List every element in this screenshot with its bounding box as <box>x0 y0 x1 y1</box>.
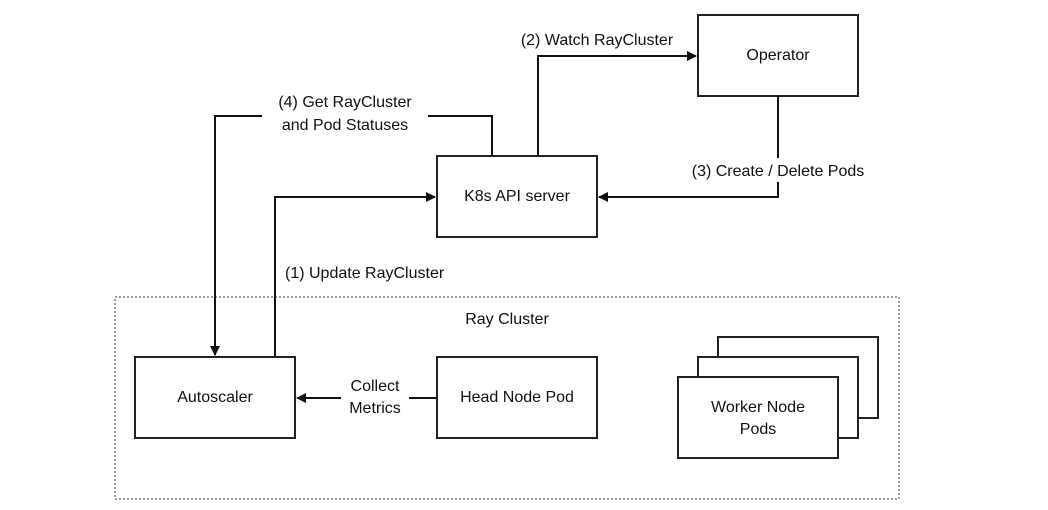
collect-metrics-label-bg <box>341 375 409 419</box>
collect-metrics-label-line2: Metrics <box>349 400 401 417</box>
head-node-pod-label: Head Node Pod <box>460 389 574 406</box>
create-delete-pods-label: (3) Create / Delete Pods <box>692 163 865 180</box>
worker-node-pods-label-line1: Worker Node <box>711 399 805 416</box>
get-statuses-label-line1: (4) Get RayCluster <box>278 94 412 111</box>
get-statuses-label-bg <box>262 90 428 136</box>
worker-node-pods-label-line2: Pods <box>740 421 776 438</box>
operator-label: Operator <box>746 47 810 64</box>
ray-cluster-group <box>114 296 900 500</box>
k8s-api-server-node <box>436 155 598 238</box>
head-node-pod-node <box>436 356 598 439</box>
watch-raycluster-label: (2) Watch RayCluster <box>521 32 674 49</box>
collect-metrics-label-line1: Collect <box>351 378 400 395</box>
autoscaler-node <box>134 356 296 439</box>
create-delete-pods-arrow <box>598 96 779 202</box>
update-raycluster-label: (1) Update RayCluster <box>285 265 445 282</box>
ray-cluster-label: Ray Cluster <box>465 311 549 328</box>
autoscaler-label: Autoscaler <box>177 389 253 406</box>
k8s-api-server-label: K8s API server <box>464 188 570 205</box>
create-delete-pods-label-bg <box>678 158 878 182</box>
watch-raycluster-arrow <box>537 51 697 156</box>
update-raycluster-arrow <box>274 192 436 357</box>
get-statuses-label-line2: and Pod Statuses <box>282 117 408 134</box>
worker-node-pod-front <box>677 376 839 459</box>
worker-node-pods-stack: Worker Node Pods <box>677 336 879 459</box>
